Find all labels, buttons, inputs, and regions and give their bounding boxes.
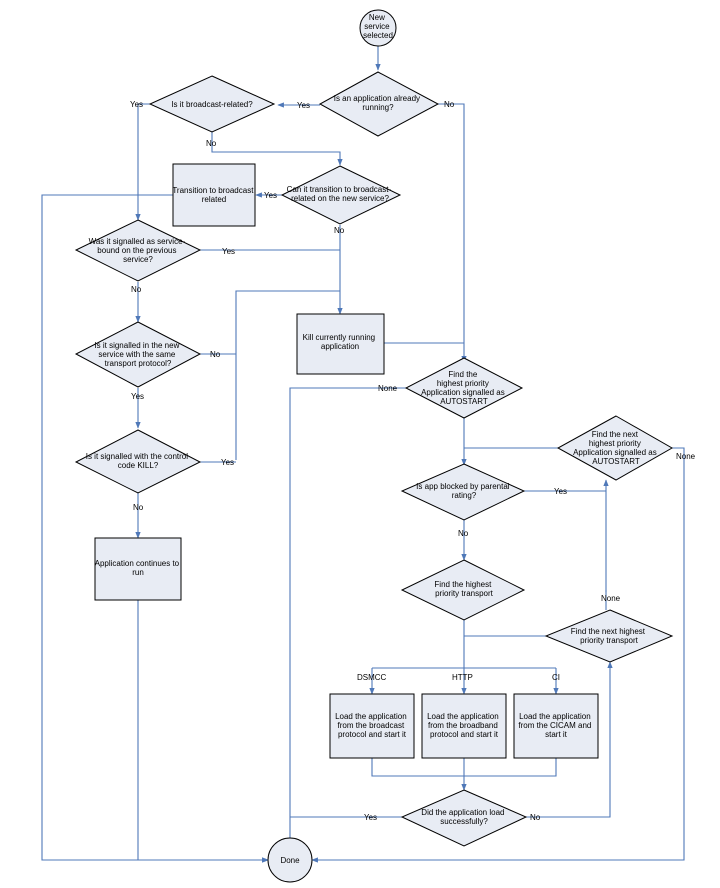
node-find-next-transport-text: Find the next highest priority transport (571, 627, 648, 645)
label-no-transition: No (334, 226, 345, 235)
label-yes-load: Yes (364, 813, 377, 822)
edge-load-no (526, 661, 613, 818)
label-none-nextautostart: None (676, 452, 696, 461)
label-no-parental: No (458, 529, 469, 538)
edge-labels: Yes No Yes No Yes No Yes No No Yes Yes N… (130, 100, 696, 822)
node-done-text: Done (280, 856, 300, 865)
node-find-autostart: Find the highest priority Application si… (404, 357, 524, 419)
edge-broadcast-no (211, 132, 343, 166)
node-find-autostart-text: Find the highest priority Application si… (421, 370, 507, 406)
node-transition-broadcast-text: Transition to broadcast related (172, 186, 255, 204)
node-new-service-text: New service selected (363, 13, 393, 40)
node-broadcast-related: Is it broadcast-related? (148, 75, 276, 133)
node-app-running-text: Is an application already running? (334, 94, 423, 112)
node-done: Done (267, 837, 313, 883)
label-no-sametransport: No (210, 350, 221, 359)
node-load-success: Did the application load successfully? (400, 789, 528, 847)
flow-nodes: New service selected Is an application a… (74, 9, 674, 883)
node-load-broadband-text: Load the application from the broadband … (427, 712, 501, 739)
label-dsmcc: DSMCC (357, 673, 387, 682)
label-yes-servicebound: Yes (222, 247, 235, 256)
node-app-continues-text: Application continues to run (95, 559, 182, 577)
edge-loads-merge (371, 758, 557, 790)
label-yes-sametransport: Yes (131, 392, 144, 401)
node-kill-running: Kill currently running application (296, 313, 385, 375)
label-no-broadcast: No (206, 139, 217, 148)
label-no-servicebound: No (131, 285, 142, 294)
label-no-load: No (530, 813, 541, 822)
edge-broadcast-yes (135, 103, 174, 221)
node-kill-running-text: Kill currently running application (303, 333, 378, 351)
node-kill-code: Is it signalled with the control code KI… (74, 429, 202, 494)
node-transition-broadcast: Transition to broadcast related (172, 163, 256, 227)
node-service-bound: Was it signalled as service- bound on th… (74, 219, 202, 282)
node-same-transport-text: Is it signalled in the new service with … (94, 341, 181, 368)
node-find-next-autostart-text: Find the next highest priority Applicati… (573, 430, 659, 466)
node-service-bound-text: Was it signalled as service- bound on th… (89, 237, 188, 264)
node-kill-code-text: Is it signalled with the control code KI… (86, 452, 191, 470)
node-broadcast-related-text: Is it broadcast-related? (171, 100, 253, 109)
node-can-transition: Can it transition to broadcast- related … (280, 165, 402, 225)
flow-connectors (41, 44, 685, 863)
node-find-next-autostart: Find the next highest priority Applicati… (556, 415, 674, 481)
edge-continues-to-done (137, 600, 269, 863)
edge-nextautostart-none (311, 447, 685, 863)
edge-loop-to-kill (235, 290, 340, 460)
node-load-success-text: Did the application load successfully? (421, 808, 506, 826)
node-parental-rating-text: Is app blocked by parental rating? (416, 482, 512, 500)
node-new-service: New service selected (359, 9, 397, 47)
node-load-broadcast-text: Load the application from the broadcast … (335, 712, 409, 739)
label-none-nexttransport: None (601, 594, 621, 603)
node-find-next-transport: Find the next highest priority transport (544, 609, 674, 663)
label-none-autostart: None (378, 384, 398, 393)
label-yes-kill: Yes (221, 458, 234, 467)
node-load-cicam-text: Load the application from the CICAM and … (518, 712, 593, 739)
label-http: HTTP (452, 673, 473, 682)
label-yes-broadcast: Yes (130, 100, 143, 109)
node-app-running: Is an application already running? (318, 71, 440, 137)
edge-transition-to-done (41, 194, 269, 863)
label-no-running: No (444, 100, 455, 109)
label-ci: CI (552, 673, 560, 682)
node-load-broadband: Load the application from the broadband … (421, 693, 507, 759)
node-app-continues: Application continues to run (94, 537, 182, 601)
node-can-transition-text: Can it transition to broadcast- related … (287, 185, 394, 203)
node-find-transport: Find the highest priority transport (400, 559, 526, 621)
label-yes-parental: Yes (554, 487, 567, 496)
label-yes-running: Yes (297, 101, 310, 110)
label-yes-transition: Yes (264, 191, 277, 200)
node-load-broadcast: Load the application from the broadcast … (329, 693, 415, 759)
node-load-cicam: Load the application from the CICAM and … (513, 693, 599, 759)
edge-find-none (287, 387, 406, 861)
label-no-kill: No (133, 503, 144, 512)
node-same-transport: Is it signalled in the new service with … (74, 321, 202, 388)
node-find-transport-text: Find the highest priority transport (434, 580, 493, 598)
node-parental-rating: Is app blocked by parental rating? (400, 463, 526, 521)
edge-running-no (438, 103, 467, 363)
